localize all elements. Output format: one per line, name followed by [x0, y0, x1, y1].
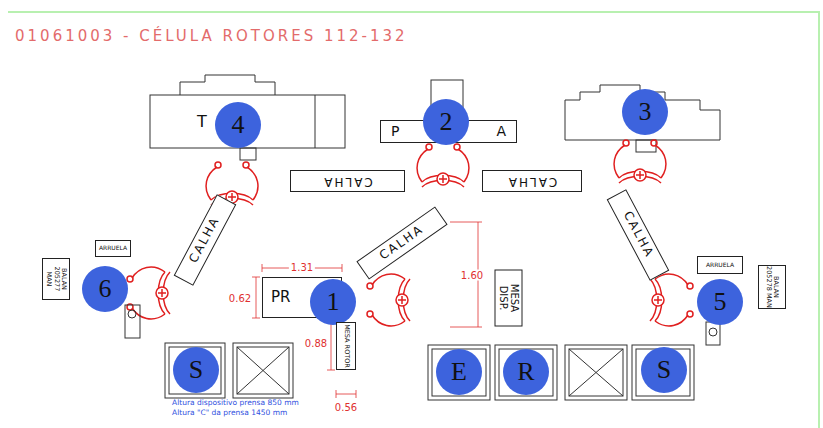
operator-symbol — [650, 274, 693, 326]
node-text: CALHA — [187, 215, 222, 266]
operator-symbol — [367, 274, 410, 326]
chute-box: CALHA — [174, 194, 237, 286]
callout-circle: 4 — [215, 102, 261, 148]
machine-outline — [565, 85, 720, 152]
callout-circle: E — [436, 349, 482, 395]
machine-outline — [150, 75, 345, 160]
washer-box: ARRUELA — [95, 240, 131, 257]
node-text: CALHA — [507, 174, 558, 187]
node-text: E — [451, 358, 467, 387]
node-text: MESA ROTOR — [342, 324, 349, 368]
operator-symbol — [614, 140, 666, 183]
node-text: CALHA — [620, 210, 655, 261]
dimension-label: 1.31 — [289, 262, 315, 273]
chute-box: CALHA — [482, 170, 582, 192]
node-text: A — [496, 124, 506, 139]
callout-circle: S — [173, 347, 219, 393]
node-text: BALAN 205277 MAN — [45, 259, 66, 299]
note-text: Altura "C" da prensa 1450 mm — [172, 409, 287, 417]
note-text: Altura dispositivo prensa 850 mm — [172, 399, 299, 407]
washer-box: ARRUELA — [697, 256, 743, 274]
callout-circle: S — [641, 347, 687, 393]
node-text: PR — [271, 289, 290, 306]
node-text: R — [517, 358, 534, 387]
chute-box: CALHA — [290, 170, 405, 192]
operator-symbol — [127, 267, 170, 319]
node-text: T — [197, 113, 207, 131]
node-text: CALHA — [378, 223, 427, 263]
callout-circle: 2 — [423, 99, 469, 145]
node-text: 6 — [99, 275, 112, 304]
dimension-label: 1.60 — [459, 270, 485, 281]
callout-circle: 3 — [622, 89, 668, 135]
dimension-label: 0.56 — [333, 402, 359, 413]
node-text: 1 — [327, 288, 340, 317]
scale-box: BALAN 205277 MAN — [42, 258, 70, 300]
node-text: ARRUELA — [706, 262, 734, 269]
node-text: 4 — [232, 111, 245, 140]
callout-circle: R — [503, 349, 549, 395]
title-text: 01061003 - CÉLULA ROTORES 112-132 — [15, 27, 408, 45]
callout-circle: 6 — [82, 266, 128, 312]
node-text: 3 — [639, 98, 652, 127]
node-text: S — [189, 356, 203, 385]
node-text: CALHA — [322, 174, 373, 187]
fixture-table: MESA DISP. — [494, 270, 522, 327]
dimension-label: 0.62 — [227, 293, 253, 304]
node-text: P — [391, 124, 399, 139]
callout-circle: 5 — [697, 279, 743, 325]
small-fixture — [125, 305, 720, 345]
node-text: BALAN 205278 MAN — [765, 266, 779, 308]
sheet-frame — [8, 12, 819, 428]
rotor-table: MESA ROTOR — [336, 322, 356, 370]
node-text: S — [657, 356, 671, 385]
chute-box: CALHA — [607, 189, 670, 281]
node-text: MESA DISP. — [497, 271, 519, 326]
chute-box: CALHA — [356, 206, 447, 279]
dimension-label: 0.88 — [303, 338, 329, 349]
dimension-line — [252, 222, 482, 398]
node-text: 5 — [714, 288, 727, 317]
operator-symbol — [417, 144, 469, 187]
pallet-box — [165, 343, 694, 400]
callout-circle: 1 — [310, 279, 356, 325]
node-text: ARRUELA — [99, 245, 127, 252]
scale-box: BALAN 205278 MAN — [758, 265, 786, 309]
node-text: 2 — [440, 108, 453, 137]
